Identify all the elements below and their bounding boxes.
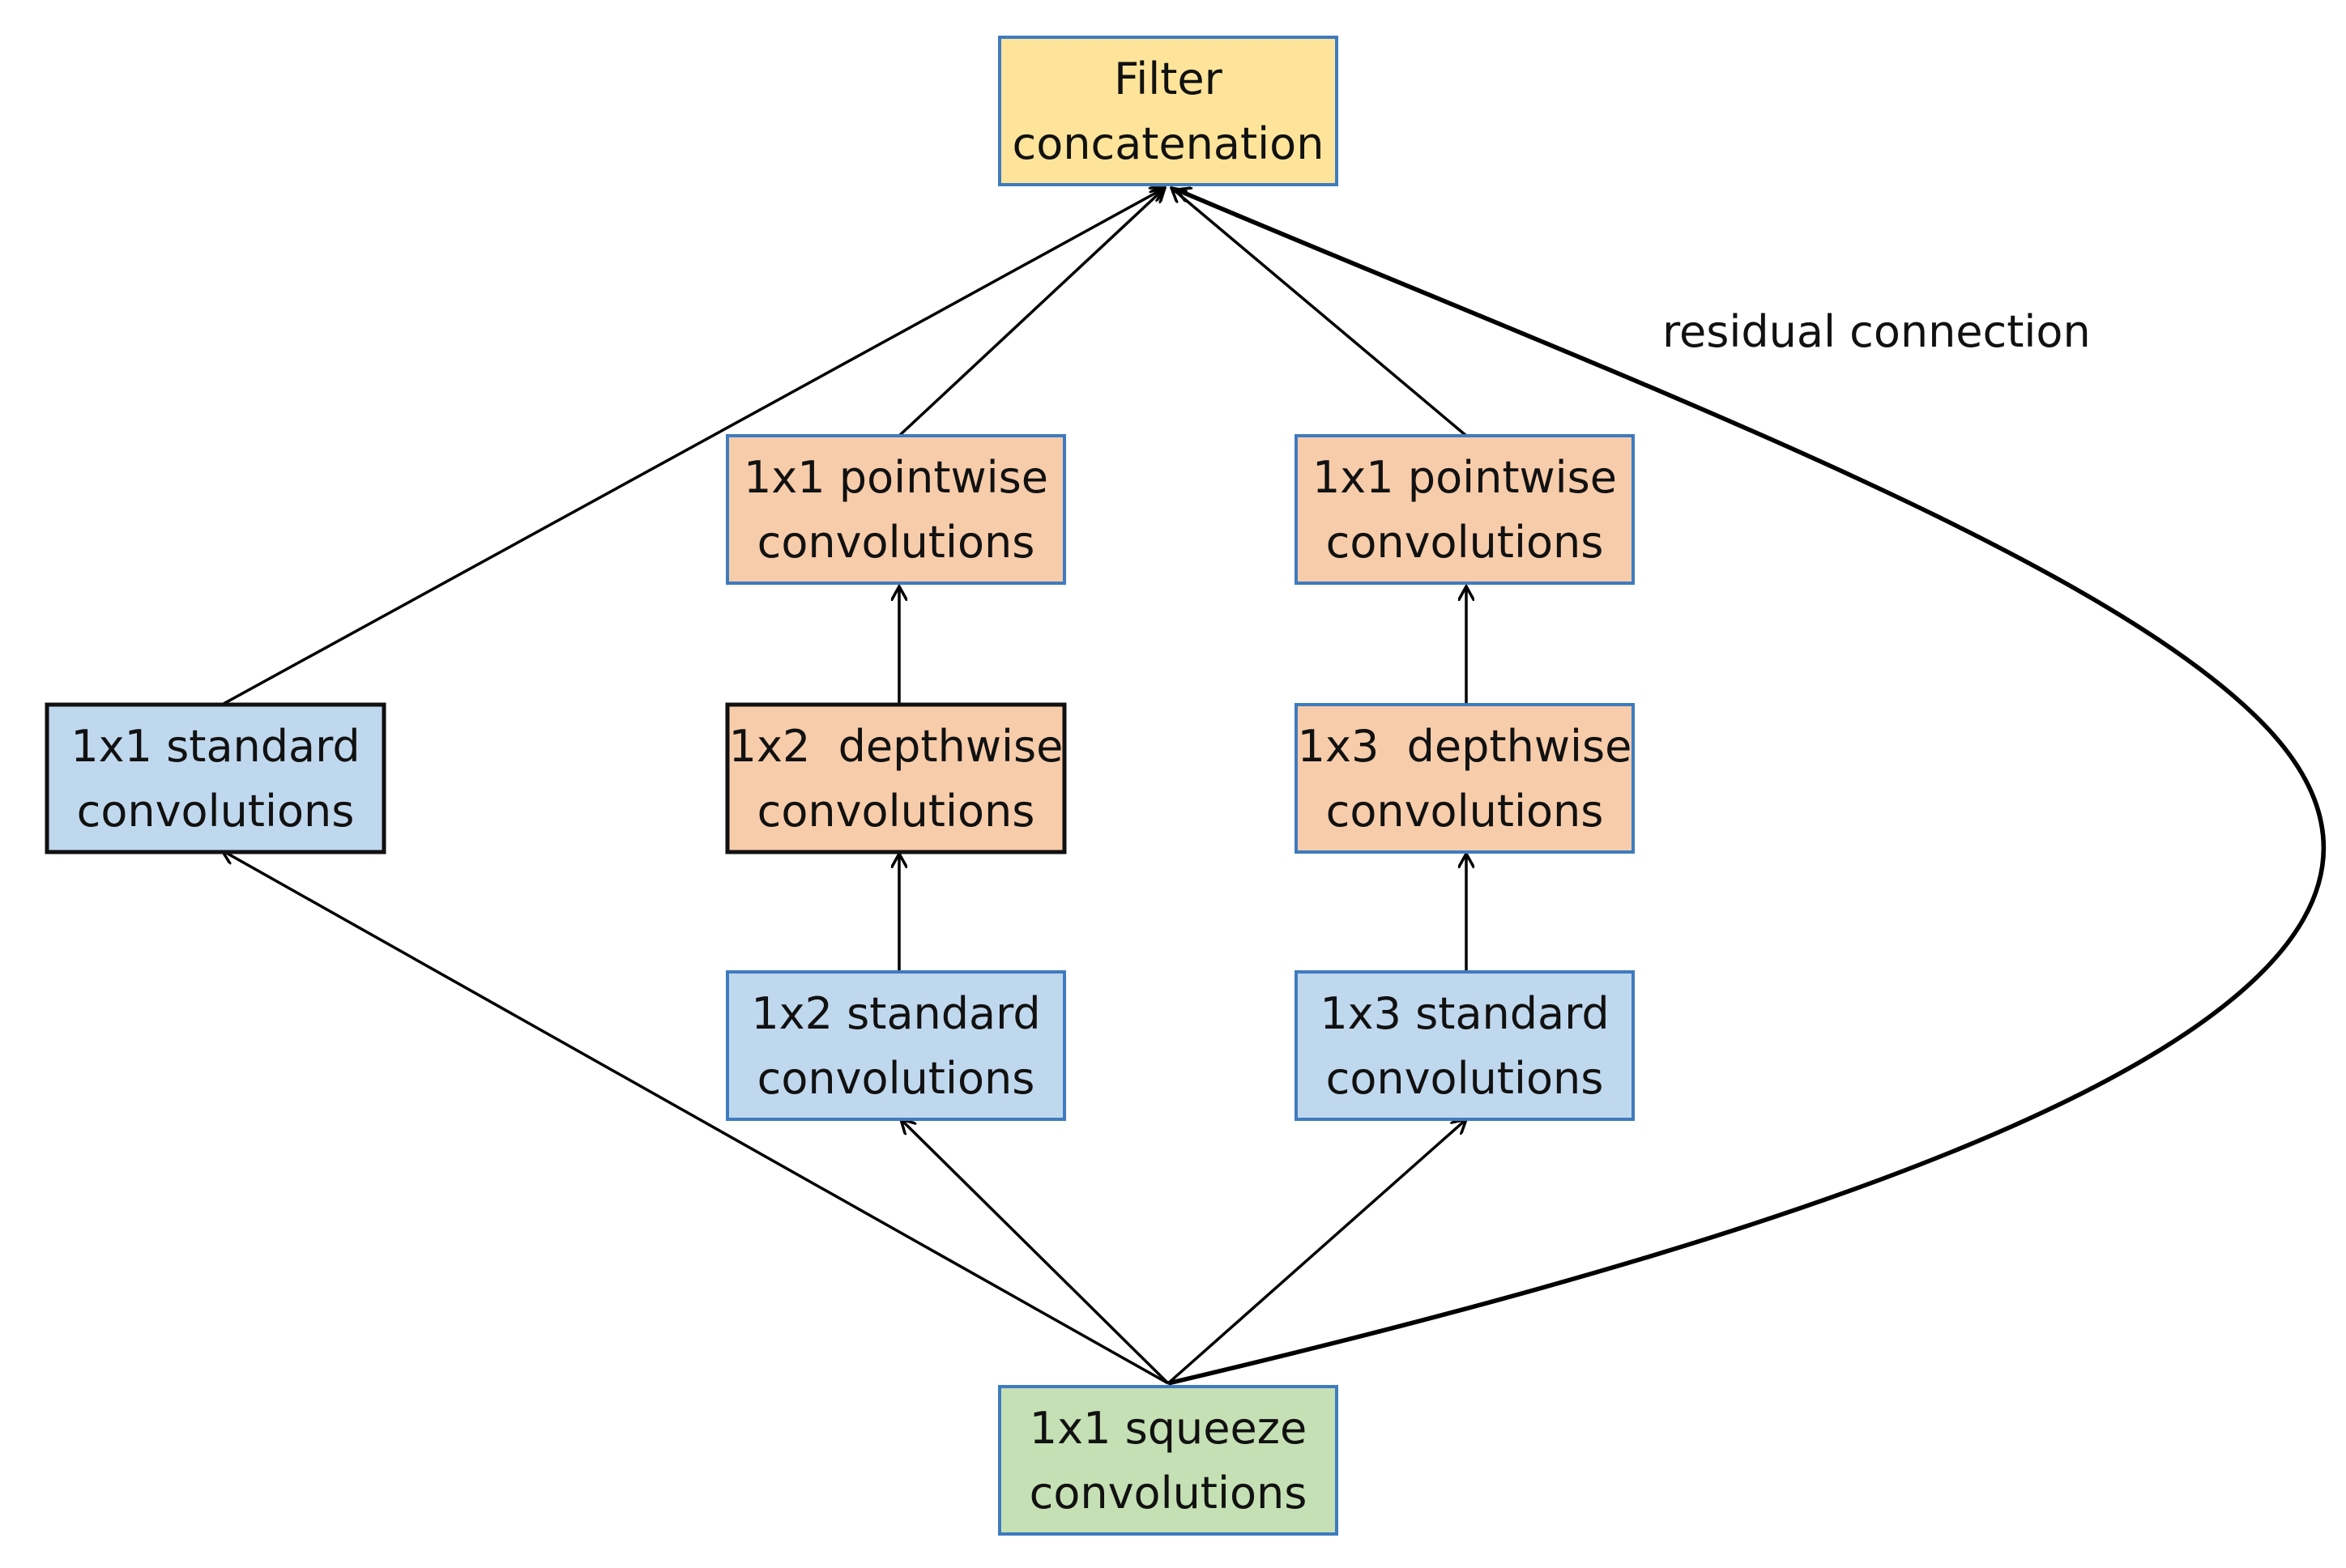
node-std-1x1-line1: 1x1 standard xyxy=(70,721,360,772)
node-squeeze: 1x1 squeeze convolutions xyxy=(998,1385,1338,1536)
node-depthwise-1x2-box xyxy=(725,702,1067,854)
node-std-1x3-box xyxy=(1295,970,1635,1121)
node-pointwise-a-box xyxy=(726,434,1066,585)
node-depthwise-1x2-line2: convolutions xyxy=(757,786,1035,837)
node-depthwise-1x3-line1: 1x3 depthwise xyxy=(1298,721,1632,772)
node-depthwise-1x3: 1x3 depthwise convolutions xyxy=(1295,703,1635,854)
node-std-1x2-box xyxy=(726,970,1066,1121)
node-depthwise-1x2: 1x2 depthwise convolutions xyxy=(725,702,1067,854)
node-filter-concatenation: Filter concatenation xyxy=(998,36,1338,186)
edge-pw-b-to-filter-concat xyxy=(1171,188,1468,437)
node-pointwise-b-line1: 1x1 pointwise xyxy=(1312,452,1617,503)
node-std-1x2: 1x2 standard convolutions xyxy=(726,970,1066,1121)
node-std-1x1: 1x1 standard convolutions xyxy=(45,702,386,854)
node-depthwise-1x2-line1: 1x2 depthwise xyxy=(729,721,1064,772)
node-std-1x2-line2: convolutions xyxy=(757,1053,1035,1104)
edges xyxy=(221,188,2327,1386)
node-std-1x3-line1: 1x3 standard xyxy=(1320,988,1609,1039)
node-std-1x1-box xyxy=(45,702,386,854)
node-filter-concatenation-box xyxy=(998,36,1338,186)
node-pointwise-a: 1x1 pointwise convolutions xyxy=(726,434,1066,585)
node-pointwise-a-line1: 1x1 pointwise xyxy=(744,452,1048,503)
residual-connection-label: residual connection xyxy=(1662,306,2091,357)
node-depthwise-1x3-box xyxy=(1295,703,1635,854)
edge-squeeze-to-std-1x3 xyxy=(1167,1119,1466,1385)
node-std-1x3-line2: convolutions xyxy=(1326,1053,1604,1104)
node-filter-concatenation-line2: concatenation xyxy=(1013,118,1324,169)
edge-residual-connection xyxy=(1167,190,2327,1386)
node-pointwise-a-line2: convolutions xyxy=(757,517,1035,568)
node-depthwise-1x3-line2: convolutions xyxy=(1326,786,1604,837)
node-squeeze-line2: convolutions xyxy=(1030,1468,1307,1519)
node-pointwise-b-line2: convolutions xyxy=(1326,517,1604,568)
node-squeeze-line1: 1x1 squeeze xyxy=(1030,1403,1307,1454)
node-filter-concatenation-line1: Filter xyxy=(1114,53,1223,104)
node-pointwise-b: 1x1 pointwise convolutions xyxy=(1295,434,1635,585)
edge-squeeze-to-std-1x1 xyxy=(222,850,1169,1385)
node-std-1x1-line2: convolutions xyxy=(77,786,355,837)
edge-pw-a-to-filter-concat xyxy=(898,188,1165,437)
node-std-1x3: 1x3 standard convolutions xyxy=(1295,970,1635,1121)
node-pointwise-b-box xyxy=(1295,434,1635,585)
node-squeeze-box xyxy=(998,1385,1338,1536)
node-std-1x2-line1: 1x2 standard xyxy=(751,988,1040,1039)
edge-squeeze-to-std-1x2 xyxy=(901,1119,1170,1385)
edge-std-1x1-to-filter-concat xyxy=(221,188,1165,706)
